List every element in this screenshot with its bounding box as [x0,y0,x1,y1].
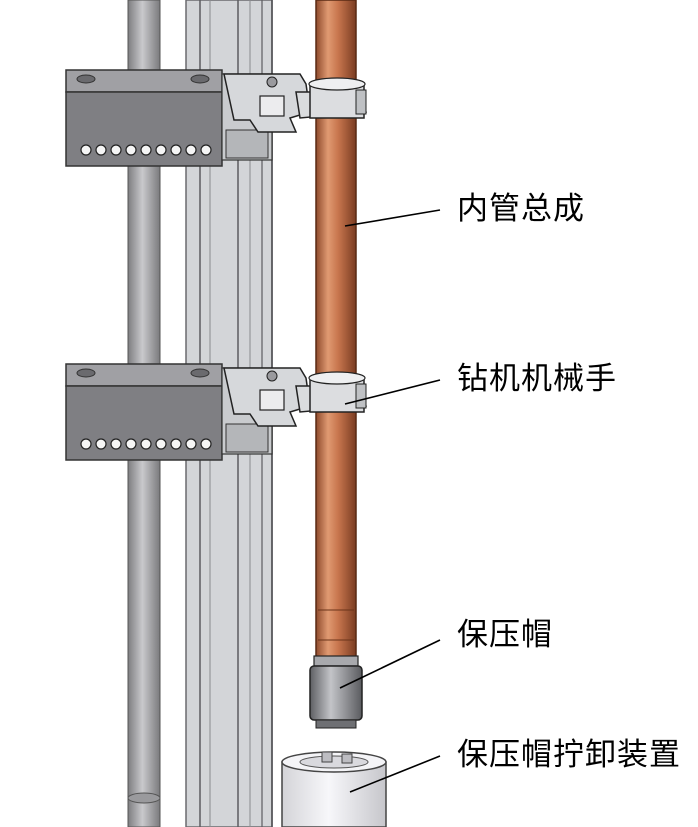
cap-unscrewing-device [281,751,387,827]
leader-pressure-cap [339,639,441,689]
lower-tube-collar [308,371,367,413]
pressure-cap [309,655,363,729]
label-inner-tube: 内管总成 [457,191,585,227]
label-manipulator: 钻机机械手 [457,361,617,397]
hole-row [80,144,212,156]
leader-manipulator [344,379,441,405]
label-pressure-cap: 保压帽 [457,617,553,653]
leader-lines [339,209,441,793]
upper-tube-collar [308,77,367,119]
label-cap-unscrewing-device: 保压帽拧卸装置 [457,737,681,773]
leader-cap-device [349,755,441,793]
hole-row [80,438,212,450]
leader-inner-tube [344,209,441,227]
